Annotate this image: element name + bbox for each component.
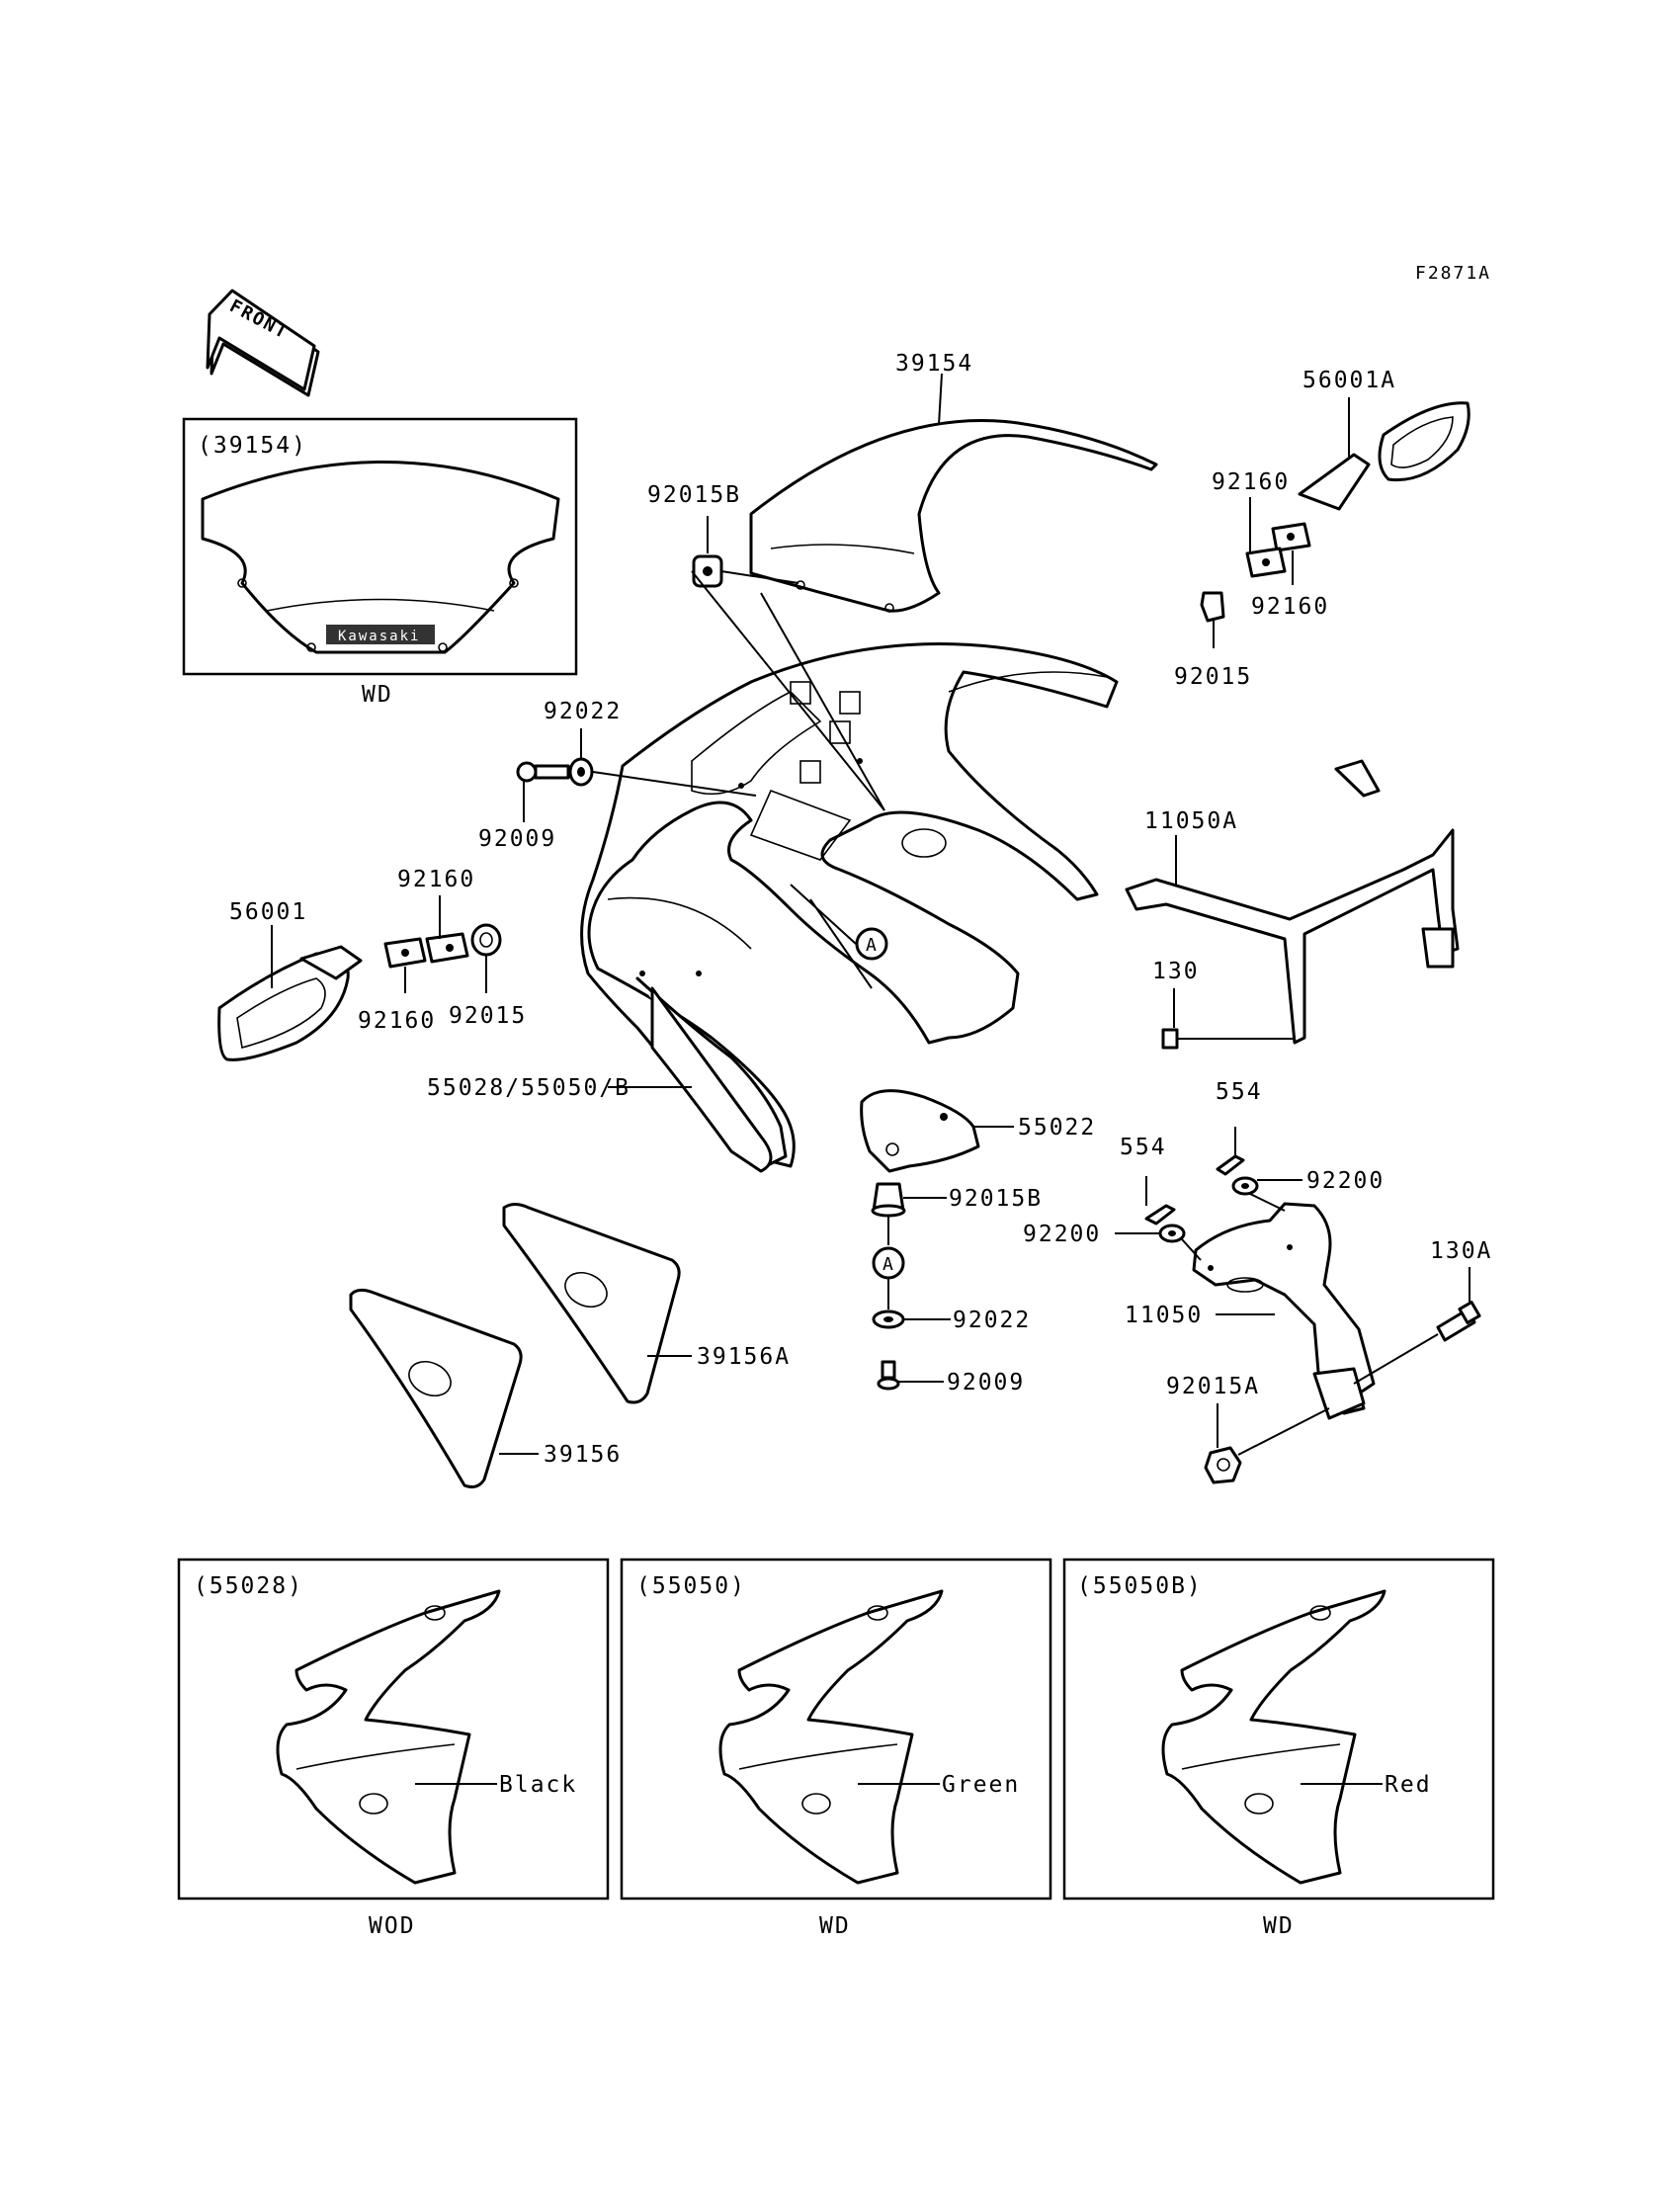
callout-92160-left-bottom: 92160: [358, 1008, 436, 1034]
panel-39156a: [502, 1203, 681, 1404]
figure-code: F2871A: [1415, 263, 1491, 284]
callout-554-right: 554: [1216, 1079, 1263, 1105]
windshield: [749, 419, 1158, 613]
callout-92160-left-top: 92160: [397, 867, 475, 892]
windshield-inset-title: (39154): [198, 433, 307, 459]
front-arrow-icon: FRONT: [206, 289, 320, 397]
washer-92200-left: [1158, 1224, 1186, 1243]
rivet-554-left: [1144, 1204, 1176, 1225]
variant-55050b-color: Red: [1385, 1772, 1432, 1798]
variant-55028-color: Black: [499, 1772, 577, 1798]
washer-92022-mid: [872, 1310, 905, 1329]
mirror-56001a: [1298, 401, 1470, 511]
callout-92015b-mid: 92015B: [949, 1186, 1043, 1212]
ref-a-label-1: A: [866, 935, 879, 956]
windshield-inset: (39154) Kawasaki: [182, 417, 578, 676]
rivet-554-right: [1216, 1154, 1245, 1176]
callout-55022: 55022: [1018, 1115, 1096, 1141]
callout-39156: 39156: [544, 1442, 622, 1468]
windshield-inset-shape: [201, 461, 560, 654]
callout-92200-left: 92200: [1023, 1222, 1101, 1247]
kawasaki-logo-text: Kawasaki: [338, 629, 420, 644]
screw-92009-top: [516, 761, 570, 783]
callout-92015-left: 92015: [449, 1003, 527, 1029]
stay-11050: [1192, 1202, 1376, 1420]
callout-39154: 39154: [895, 351, 973, 377]
bracket-55022: [860, 1089, 980, 1173]
kawasaki-logo: [326, 625, 435, 644]
callout-92022-mid: 92022: [953, 1308, 1031, 1333]
washer-92022-top: [568, 757, 594, 787]
callout-92009-top: 92009: [478, 826, 556, 852]
callout-92160-a: 92160: [1212, 469, 1290, 495]
mirror-pads-right: [1200, 522, 1311, 623]
callout-92160-b: 92160: [1251, 594, 1329, 620]
callout-11050: 11050: [1125, 1303, 1203, 1328]
callout-92200-right: 92200: [1306, 1168, 1385, 1194]
upper-cowl: [580, 570, 1119, 1168]
ref-a-label-2: A: [882, 1254, 895, 1275]
bolt-130a: [1353, 1301, 1481, 1385]
callout-55028: 55028/55050/B: [427, 1075, 630, 1101]
ref-a-circle-1: [855, 927, 888, 961]
screw-92009-mid: [877, 1360, 900, 1391]
mirror-pads-left: [383, 923, 502, 969]
callout-39156a: 39156A: [697, 1344, 791, 1370]
variant-55028-title: (55028): [194, 1573, 303, 1599]
callout-130: 130: [1152, 959, 1200, 984]
callout-92015a: 92015A: [1166, 1374, 1260, 1399]
callout-92015-right: 92015: [1174, 664, 1252, 690]
nut-92015a: [1204, 1407, 1330, 1484]
callout-92022-top: 92022: [544, 699, 622, 724]
variant-55050-note: WD: [819, 1913, 851, 1939]
variant-55028-note: WOD: [369, 1913, 416, 1939]
callout-56001a: 56001A: [1302, 368, 1396, 393]
variant-55050-title: (55050): [636, 1573, 746, 1599]
variant-55050-color: Green: [942, 1772, 1020, 1798]
callout-11050a: 11050A: [1144, 808, 1238, 834]
callout-92009-mid: 92009: [947, 1370, 1025, 1395]
variant-55028: (55028): [177, 1558, 610, 1901]
grommet-92015b: [692, 554, 799, 588]
washer-92200-right: [1231, 1176, 1259, 1196]
windshield-inset-note: WD: [362, 682, 393, 708]
variant-55050b: (55050B): [1062, 1558, 1495, 1901]
callout-130a: 130A: [1430, 1238, 1492, 1264]
callout-56001: 56001: [229, 899, 307, 925]
bolt-130: [1161, 1028, 1295, 1050]
callout-554-left: 554: [1120, 1135, 1167, 1160]
variant-55050: (55050): [620, 1558, 1052, 1901]
mirror-56001: [217, 945, 363, 1061]
callout-92015b-top: 92015B: [647, 482, 741, 508]
variant-55050b-note: WD: [1263, 1913, 1295, 1939]
variant-55050b-title: (55050B): [1077, 1573, 1203, 1599]
side-cowl-front: [635, 976, 788, 1173]
panel-39156: [349, 1288, 523, 1488]
grommet-92015b-mid: [871, 1182, 906, 1218]
stay-11050a: [1125, 759, 1460, 1045]
